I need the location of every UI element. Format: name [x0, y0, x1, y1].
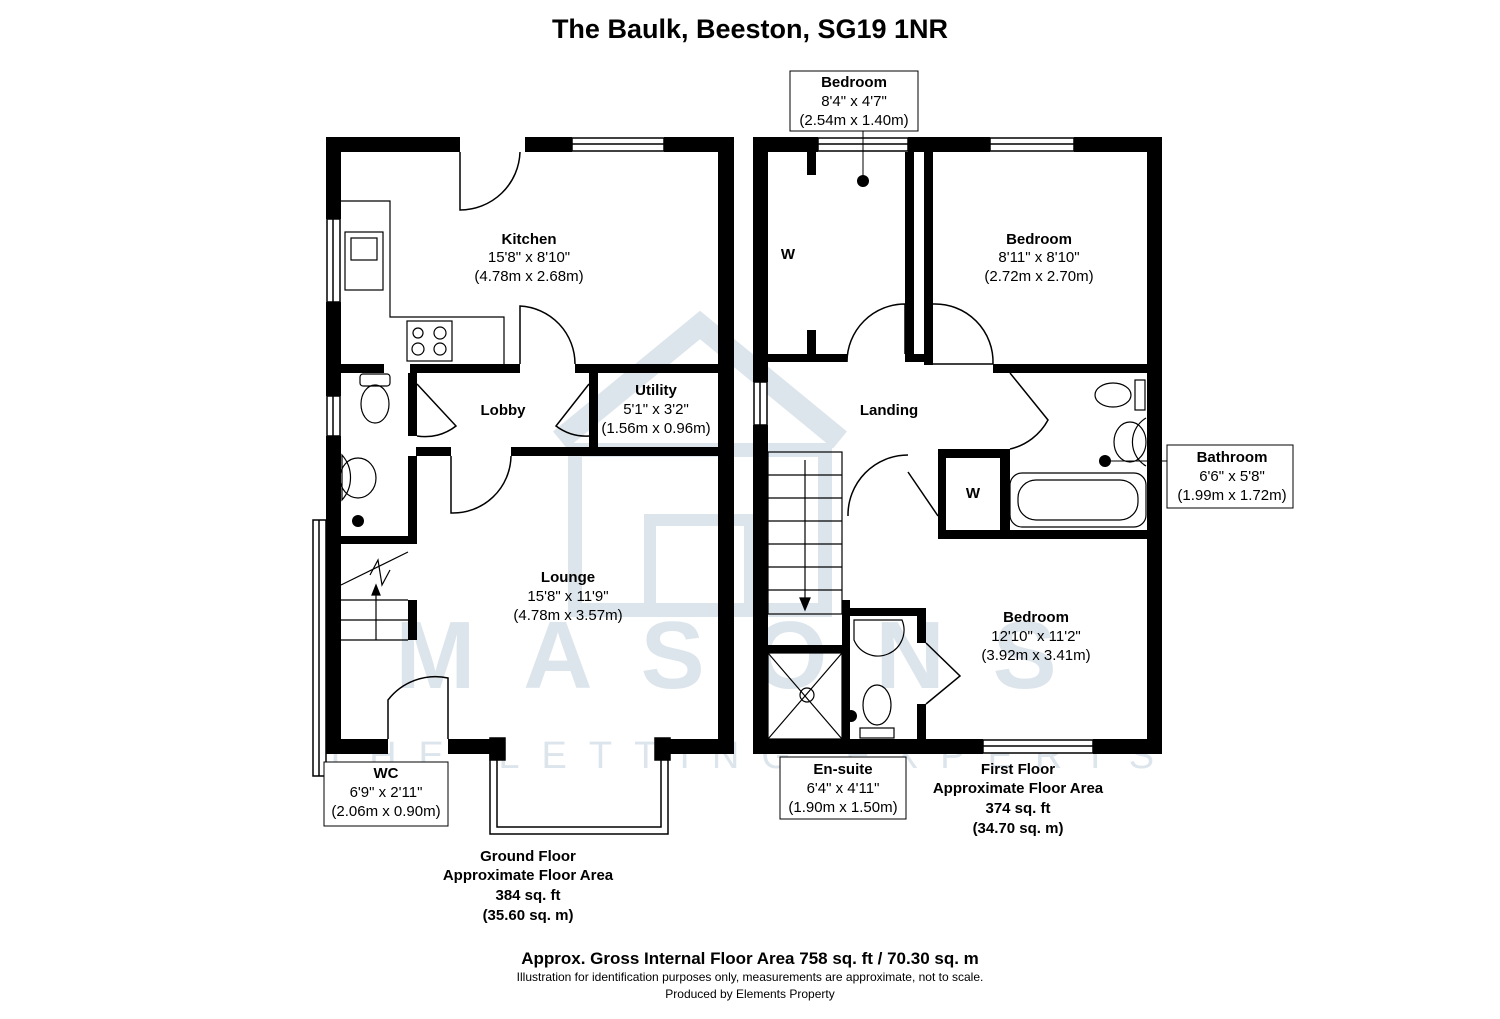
svg-text:6'6" x 5'8": 6'6" x 5'8": [1199, 468, 1265, 485]
svg-text:8'11" x 8'10": 8'11" x 8'10": [998, 249, 1079, 266]
svg-text:Bedroom: Bedroom: [1006, 231, 1072, 248]
toilet-icon: [862, 684, 892, 726]
ground-floor-plan: [312, 137, 734, 835]
svg-text:Bedroom: Bedroom: [1003, 609, 1069, 626]
basin-icon: [853, 619, 905, 657]
svg-text:6'9" x 2'11": 6'9" x 2'11": [350, 784, 423, 801]
svg-text:(1.90m x 1.50m): (1.90m x 1.50m): [788, 799, 897, 816]
svg-text:(3.92m x 3.41m): (3.92m x 3.41m): [981, 647, 1090, 664]
bedroom-small-label-box: Bedroom 8'4" x 4'7" (2.54m x 1.40m): [789, 70, 919, 181]
svg-text:(4.78m x 3.57m): (4.78m x 3.57m): [513, 607, 622, 624]
lobby-label: Lobby: [481, 402, 527, 419]
svg-text:15'8" x 8'10": 15'8" x 8'10": [488, 249, 570, 266]
svg-text:Ground Floor: Ground Floor: [480, 848, 576, 865]
svg-text:First Floor: First Floor: [981, 761, 1055, 778]
toilet-icon: [1094, 382, 1132, 408]
lounge-bay-window: [489, 737, 671, 835]
svg-text:Bedroom: Bedroom: [821, 74, 887, 91]
svg-text:Lounge: Lounge: [541, 569, 595, 586]
landing-label: Landing: [860, 402, 918, 419]
wc-label-box: WC 6'9" x 2'11" (2.06m x 0.90m): [323, 761, 449, 827]
bathroom-fittings: [1009, 379, 1147, 528]
page-title: The Baulk, Beeston, SG19 1NR: [551, 14, 949, 44]
first-floor-walls: [753, 137, 1162, 754]
basin-icon: [341, 453, 352, 502]
toilet-icon: [359, 373, 391, 387]
wardrobe-label: W: [966, 485, 981, 502]
boiler-icon: [352, 515, 364, 527]
ensuite-label-box: En-suite 6'4" x 4'11" (1.90m x 1.50m): [779, 756, 907, 820]
shower-tray-icon: [767, 652, 843, 740]
svg-text:5'1" x 3'2": 5'1" x 3'2": [623, 401, 689, 418]
bedroom-main-label: Bedroom 12'10" x 11'2" (3.92m x 3.41m): [981, 609, 1090, 664]
svg-text:Approximate Floor Area: Approximate Floor Area: [933, 780, 1104, 797]
svg-text:384 sq. ft: 384 sq. ft: [495, 887, 560, 904]
first-floor-doors: [846, 303, 1049, 705]
basin-icon: [1131, 417, 1147, 467]
produced-by: Produced by Elements Property: [665, 987, 835, 1001]
kitchen-label: Kitchen 15'8" x 8'10" (4.78m x 2.68m): [474, 231, 583, 285]
svg-text:Kitchen: Kitchen: [501, 231, 556, 248]
svg-text:(35.60 sq. m): (35.60 sq. m): [483, 907, 574, 924]
kitchen-sink-icon: [344, 231, 384, 291]
watermark: MASONS THE LETTING EXPERTS: [324, 310, 1154, 777]
bathroom-label-box: Bathroom 6'6" x 5'8" (1.99m x 1.72m): [1105, 444, 1294, 509]
ground-floor-walls: [326, 137, 734, 754]
ensuite-fittings: [767, 619, 905, 740]
kitchen-fittings: [341, 200, 505, 364]
svg-text:12'10" x 11'2": 12'10" x 11'2": [991, 628, 1081, 645]
svg-text:(2.72m x 2.70m): (2.72m x 2.70m): [984, 268, 1093, 285]
ground-floor-windows: [312, 137, 665, 777]
svg-text:WC: WC: [374, 765, 399, 782]
svg-text:(1.56m x 0.96m): (1.56m x 0.96m): [601, 420, 710, 437]
svg-text:374 sq. ft: 374 sq. ft: [985, 800, 1050, 817]
utility-label: Utility 5'1" x 3'2" (1.56m x 0.96m): [601, 382, 710, 437]
disclaimer: Illustration for identification purposes…: [516, 970, 984, 984]
light-point-icon: [845, 710, 857, 722]
svg-text:(4.78m x 2.68m): (4.78m x 2.68m): [474, 268, 583, 285]
ground-floor-area: Ground Floor Approximate Floor Area 384 …: [443, 848, 614, 924]
svg-text:15'8" x 11'9": 15'8" x 11'9": [527, 588, 608, 605]
svg-text:(1.99m x 1.72m): (1.99m x 1.72m): [1177, 487, 1286, 504]
svg-text:6'4" x 4'11": 6'4" x 4'11": [807, 780, 880, 797]
hob-icon: [406, 320, 453, 362]
gross-area: Approx. Gross Internal Floor Area 758 sq…: [521, 949, 979, 968]
wardrobe-label: W: [781, 246, 796, 263]
svg-text:Bathroom: Bathroom: [1197, 449, 1268, 466]
svg-text:(2.54m x 1.40m): (2.54m x 1.40m): [799, 112, 908, 129]
svg-text:(2.06m x 0.90m): (2.06m x 0.90m): [331, 803, 440, 820]
first-floor-stairs: [767, 451, 843, 615]
first-floor-area: First Floor Approximate Floor Area 374 s…: [933, 761, 1104, 837]
lounge-label: Lounge 15'8" x 11'9" (4.78m x 3.57m): [513, 569, 622, 624]
bath-icon: [1009, 472, 1147, 528]
svg-text:(34.70 sq. m): (34.70 sq. m): [973, 820, 1064, 837]
wc-fittings: [339, 373, 391, 502]
svg-text:Utility: Utility: [635, 382, 677, 399]
svg-text:En-suite: En-suite: [813, 761, 872, 778]
svg-text:Approximate Floor Area: Approximate Floor Area: [443, 867, 614, 884]
svg-text:8'4" x 4'7": 8'4" x 4'7": [821, 93, 887, 110]
bedroom-two-label: Bedroom 8'11" x 8'10" (2.72m x 2.70m): [984, 231, 1093, 285]
ground-floor-doors: [387, 151, 590, 739]
ground-floor-stairs: [340, 551, 409, 641]
